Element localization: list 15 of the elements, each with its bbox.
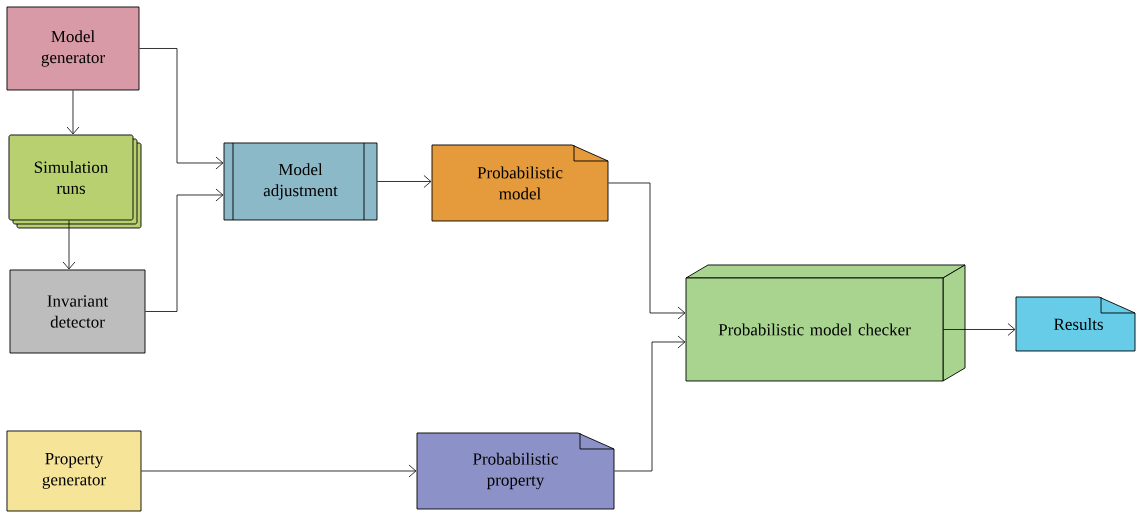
arrow xyxy=(139,48,224,170)
process-box: Model generator xyxy=(6,6,140,91)
cube-box: Probabilistic model checker xyxy=(685,264,966,382)
arrow xyxy=(66,90,80,135)
arrow xyxy=(377,175,432,188)
arrow xyxy=(62,220,76,270)
stacked-box: Simulation runs xyxy=(8,134,142,229)
process-box: Property generator xyxy=(6,430,142,512)
arrow xyxy=(141,464,417,478)
arrow xyxy=(145,188,224,312)
arrow xyxy=(614,335,686,472)
process-box: Invariant detector xyxy=(9,269,146,354)
arrow xyxy=(943,323,1016,336)
arrow xyxy=(608,182,686,320)
subprocess-box: Model adjustment xyxy=(223,142,378,221)
